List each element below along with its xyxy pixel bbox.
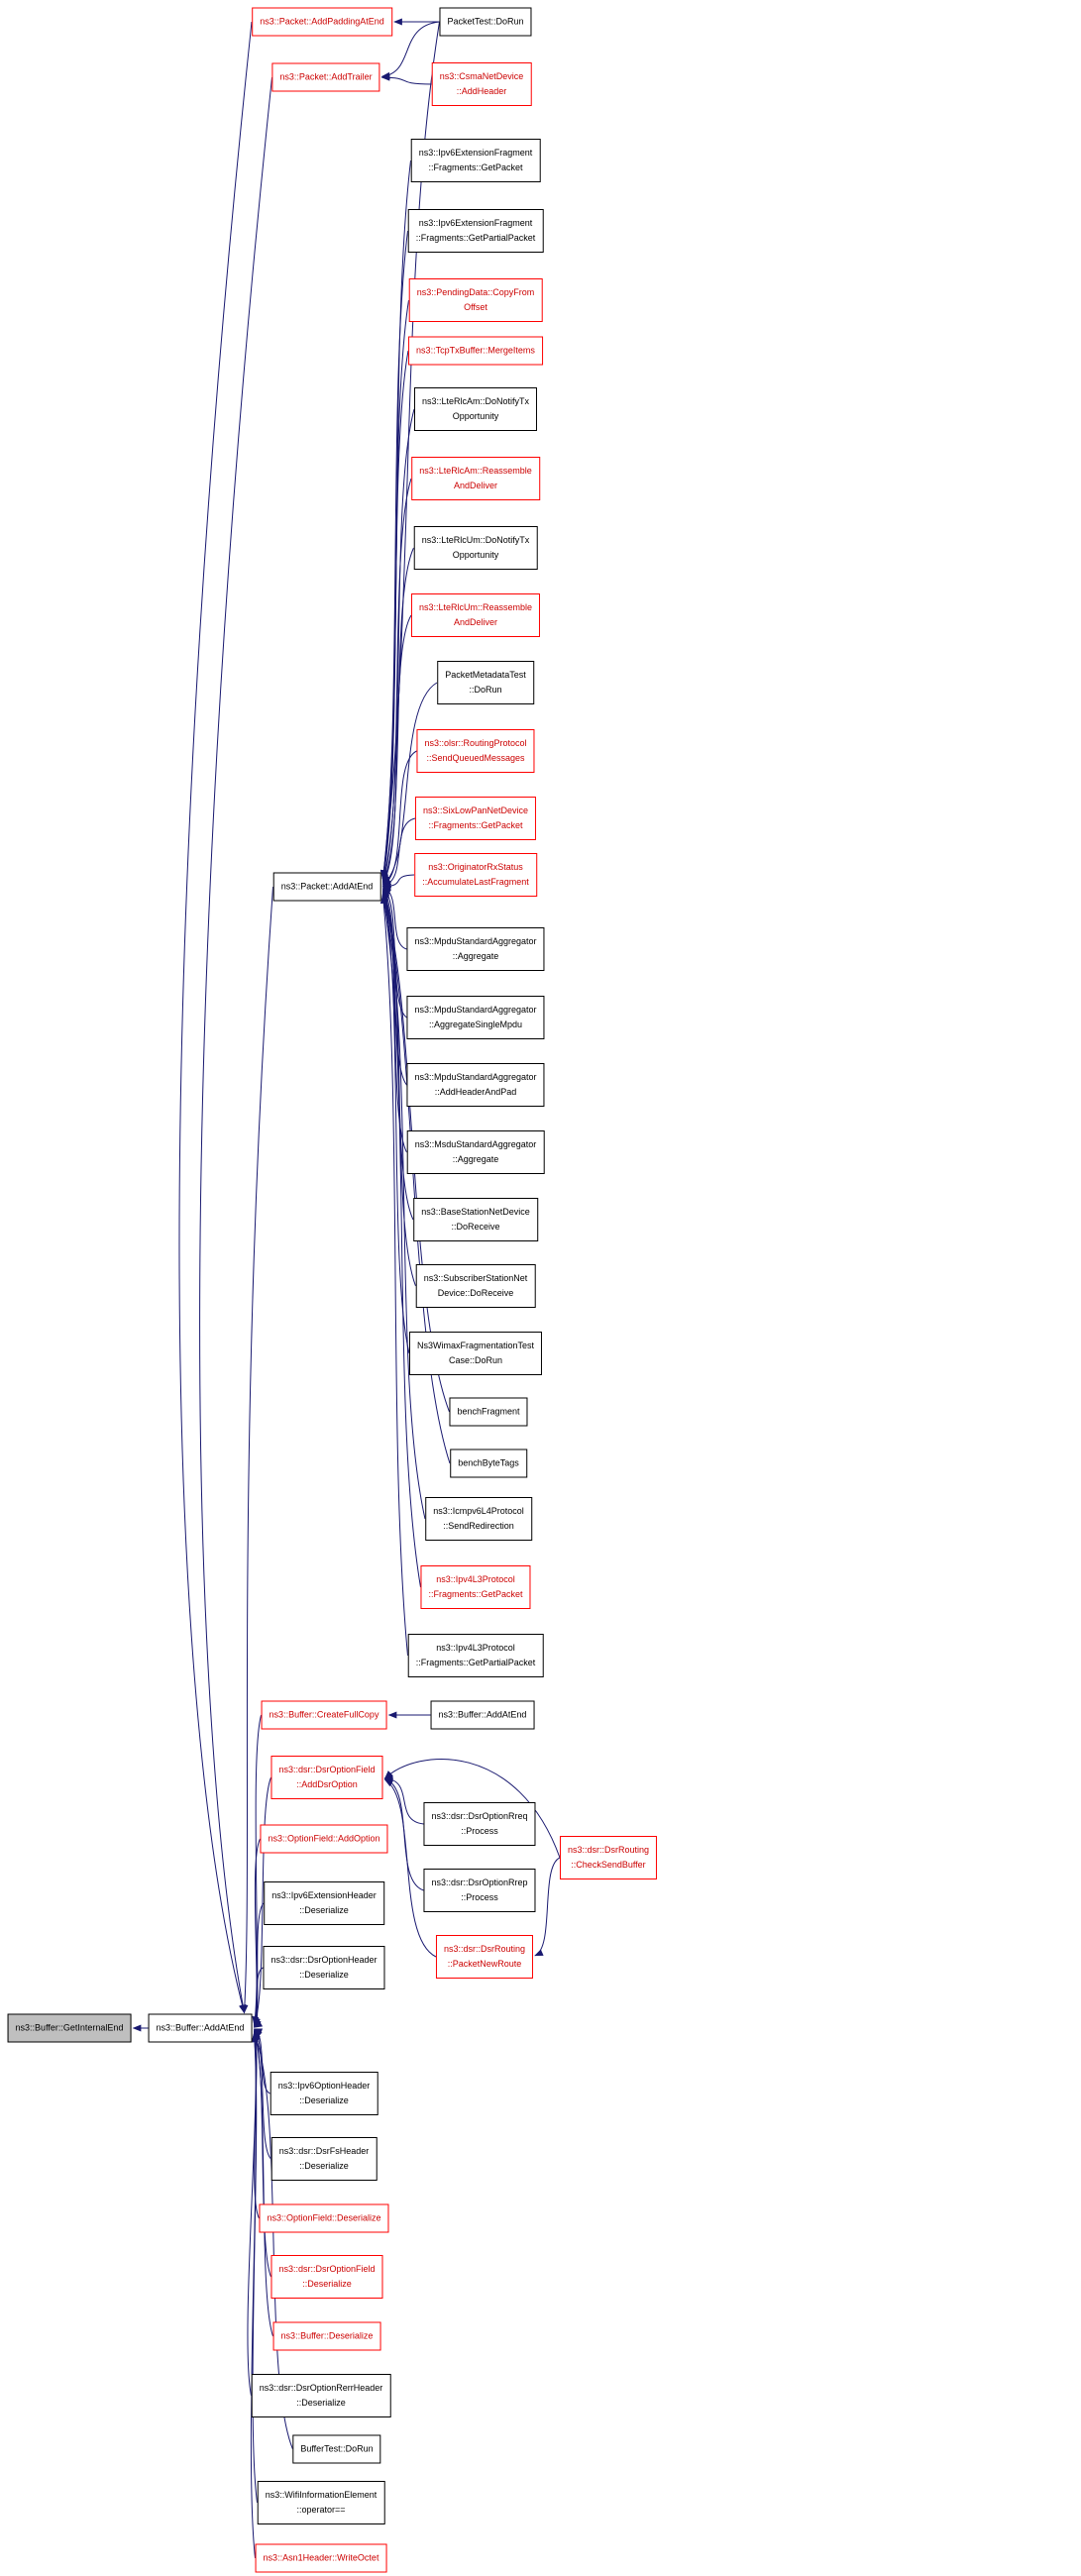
edge-ipv6-option-header-deserialize--buffer-add-at-end xyxy=(253,2028,270,2094)
node-originator-accumulate-last-fragment[interactable]: ns3::OriginatorRxStatus ::AccumulateLast… xyxy=(414,853,537,897)
node-option-field-add-option[interactable]: ns3::OptionField::AddOption xyxy=(260,1824,388,1854)
edge-mpdu-aggregate-single-mpdu--packet-add-at-end xyxy=(381,888,407,1019)
node-buffer-get-internal-end: ns3::Buffer::GetInternalEnd xyxy=(7,2013,132,2043)
edge-lte-rlc-um-do-notify--packet-add-at-end xyxy=(382,547,414,884)
node-packet-add-trailer[interactable]: ns3::Packet::AddTrailer xyxy=(271,62,380,92)
edge-mpdu-aggregate--packet-add-at-end xyxy=(381,886,407,950)
node-dsr-option-rerr-header-deserialize[interactable]: ns3::dsr::DsrOptionRerrHeader ::Deserial… xyxy=(251,2374,391,2417)
edge-dsr-option-field-deserialize--buffer-add-at-end xyxy=(254,2030,271,2278)
node-packet-metadata-test-do-run[interactable]: PacketMetadataTest ::DoRun xyxy=(437,661,534,704)
node-packet-add-padding-at-end[interactable]: ns3::Packet::AddPaddingAtEnd xyxy=(252,7,392,37)
node-dsr-add-dsr-option[interactable]: ns3::dsr::DsrOptionField ::AddDsrOption xyxy=(270,1756,383,1799)
edge-wimax-fragmentation-test-do-run--packet-add-at-end xyxy=(380,891,410,1354)
node-pending-data-copy-from-offset[interactable]: ns3::PendingData::CopyFrom Offset xyxy=(408,278,543,322)
node-buffer-add-at-end-2[interactable]: ns3::Buffer::AddAtEnd xyxy=(430,1700,535,1730)
node-dsr-packet-new-route[interactable]: ns3::dsr::DsrRouting ::PacketNewRoute xyxy=(435,1935,534,1979)
node-buffer-add-at-end[interactable]: ns3::Buffer::AddAtEnd xyxy=(148,2013,253,2043)
node-tcp-tx-buffer-merge-items[interactable]: ns3::TcpTxBuffer::MergeItems xyxy=(408,336,543,366)
node-lte-rlc-um-reassemble[interactable]: ns3::LteRlcUm::Reassemble AndDeliver xyxy=(410,593,541,637)
edge-lte-rlc-um-reassemble--packet-add-at-end xyxy=(382,614,412,885)
edge-lte-rlc-am-do-notify--packet-add-at-end xyxy=(381,408,415,883)
node-ipv4-get-partial-packet[interactable]: ns3::Ipv4L3Protocol ::Fragments::GetPart… xyxy=(407,1634,544,1677)
edge-msdu-aggregate--packet-add-at-end xyxy=(382,889,407,1153)
node-packet-add-at-end[interactable]: ns3::Packet::AddAtEnd xyxy=(272,872,381,902)
edge-asn1-header-write-octet--buffer-add-at-end xyxy=(250,2033,259,2559)
edge-dsr-option-rreq-process--dsr-add-dsr-option xyxy=(383,1774,424,1825)
edge-ipv6ext-get-partial-packet--packet-add-at-end xyxy=(379,230,408,880)
node-packet-test-do-run[interactable]: PacketTest::DoRun xyxy=(439,7,532,37)
node-wifi-information-element-operator-eq[interactable]: ns3::WifiInformationElement ::operator== xyxy=(257,2481,385,2524)
edge-dsr-option-rerr-header-deserialize--buffer-add-at-end xyxy=(247,2031,259,2397)
edge-tcp-tx-buffer-merge-items--packet-add-at-end xyxy=(380,350,409,882)
node-msdu-aggregate[interactable]: ns3::MsduStandardAggregator ::Aggregate xyxy=(406,1130,545,1174)
node-csma-add-header[interactable]: ns3::CsmaNetDevice ::AddHeader xyxy=(431,62,532,106)
node-icmpv6-send-redirection[interactable]: ns3::Icmpv6L4Protocol ::SendRedirection xyxy=(425,1497,532,1541)
edge-dsr-option-header-deserialize--buffer-add-at-end xyxy=(253,1967,264,2028)
edge-dsr-option-rrep-process--dsr-add-dsr-option xyxy=(383,1777,424,1891)
node-buffer-test-do-run[interactable]: BufferTest::DoRun xyxy=(292,2434,381,2464)
edge-ipv6ext-get-packet--packet-add-at-end xyxy=(379,160,411,880)
node-mpdu-add-header-and-pad[interactable]: ns3::MpduStandardAggregator ::AddHeaderA… xyxy=(406,1063,545,1107)
node-subscriber-station-do-receive[interactable]: ns3::SubscriberStationNet Device::DoRece… xyxy=(415,1264,536,1308)
edge-olsr-send-queued-messages--packet-add-at-end xyxy=(381,750,417,886)
node-buffer-deserialize[interactable]: ns3::Buffer::Deserialize xyxy=(272,2321,381,2351)
node-dsr-option-rrep-process[interactable]: ns3::dsr::DsrOptionRrep ::Process xyxy=(423,1869,536,1912)
edge-mpdu-add-header-and-pad--packet-add-at-end xyxy=(381,888,407,1086)
node-lte-rlc-am-reassemble[interactable]: ns3::LteRlcAm::Reassemble AndDeliver xyxy=(411,457,540,500)
edge-csma-add-header--packet-add-trailer xyxy=(380,73,432,85)
node-buffer-create-full-copy[interactable]: ns3::Buffer::CreateFullCopy xyxy=(261,1700,387,1730)
edge-bench-byte-tags--packet-add-at-end xyxy=(381,893,451,1464)
edge-originator-accumulate-last-fragment--packet-add-at-end xyxy=(381,874,415,891)
node-bench-byte-tags[interactable]: benchByteTags xyxy=(450,1449,527,1478)
node-sixlowpan-get-packet[interactable]: ns3::SixLowPanNetDevice ::Fragments::Get… xyxy=(414,797,537,840)
edge-option-field-add-option--buffer-add-at-end xyxy=(253,1838,261,2027)
node-option-field-deserialize[interactable]: ns3::OptionField::Deserialize xyxy=(259,2203,389,2233)
edge-lte-rlc-am-reassemble--packet-add-at-end xyxy=(381,478,412,883)
node-mpdu-aggregate[interactable]: ns3::MpduStandardAggregator ::Aggregate xyxy=(406,927,545,971)
edge-dsr-fs-header-deserialize--buffer-add-at-end xyxy=(253,2028,271,2160)
edge-option-field-deserialize--buffer-add-at-end xyxy=(253,2029,261,2219)
node-asn1-header-write-octet[interactable]: ns3::Asn1Header::WriteOctet xyxy=(255,2543,387,2573)
node-wimax-fragmentation-test-do-run[interactable]: Ns3WimaxFragmentationTest Case::DoRun xyxy=(408,1332,543,1375)
node-dsr-check-send-buffer[interactable]: ns3::dsr::DsrRouting ::CheckSendBuffer xyxy=(559,1836,658,1879)
edge-pending-data-copy-from-offset--packet-add-at-end xyxy=(380,299,409,881)
node-ipv6ext-get-partial-packet[interactable]: ns3::Ipv6ExtensionFragment ::Fragments::… xyxy=(407,209,544,253)
node-mpdu-aggregate-single-mpdu[interactable]: ns3::MpduStandardAggregator ::AggregateS… xyxy=(406,996,545,1039)
edge-wifi-information-element-operator-eq--buffer-add-at-end xyxy=(251,2032,259,2504)
node-olsr-send-queued-messages[interactable]: ns3::olsr::RoutingProtocol ::SendQueuedM… xyxy=(416,729,535,773)
edge-ipv4-get-partial-packet--packet-add-at-end xyxy=(379,895,408,1657)
node-dsr-fs-header-deserialize[interactable]: ns3::dsr::DsrFsHeader ::Deserialize xyxy=(270,2137,378,2181)
node-dsr-option-header-deserialize[interactable]: ns3::dsr::DsrOptionHeader ::Deserialize xyxy=(263,1946,385,1989)
edge-packet-add-padding-at-end--buffer-add-at-end xyxy=(178,21,253,2014)
node-ipv4-get-packet[interactable]: ns3::Ipv4L3Protocol ::Fragments::GetPack… xyxy=(420,1565,531,1609)
edge-dsr-check-send-buffer--dsr-packet-new-route xyxy=(534,1857,561,1957)
node-dsr-option-field-deserialize[interactable]: ns3::dsr::DsrOptionField ::Deserialize xyxy=(270,2255,383,2299)
edge-sixlowpan-get-packet--packet-add-at-end xyxy=(381,817,416,888)
node-ipv6-extension-header-deserialize[interactable]: ns3::Ipv6ExtensionHeader ::Deserialize xyxy=(264,1881,384,1925)
node-lte-rlc-am-do-notify[interactable]: ns3::LteRlcAm::DoNotifyTx Opportunity xyxy=(413,387,538,431)
node-lte-rlc-um-do-notify[interactable]: ns3::LteRlcUm::DoNotifyTx Opportunity xyxy=(413,526,538,570)
node-ipv6-option-header-deserialize[interactable]: ns3::Ipv6OptionHeader ::Deserialize xyxy=(270,2072,378,2115)
node-dsr-option-rreq-process[interactable]: ns3::dsr::DsrOptionRreq ::Process xyxy=(423,1802,536,1846)
node-base-station-do-receive[interactable]: ns3::BaseStationNetDevice ::DoReceive xyxy=(413,1198,538,1241)
edge-buffer-create-full-copy--buffer-add-at-end xyxy=(252,1714,262,2026)
node-bench-fragment[interactable]: benchFragment xyxy=(449,1397,528,1427)
node-ipv6ext-get-packet[interactable]: ns3::Ipv6ExtensionFragment ::Fragments::… xyxy=(410,139,541,182)
